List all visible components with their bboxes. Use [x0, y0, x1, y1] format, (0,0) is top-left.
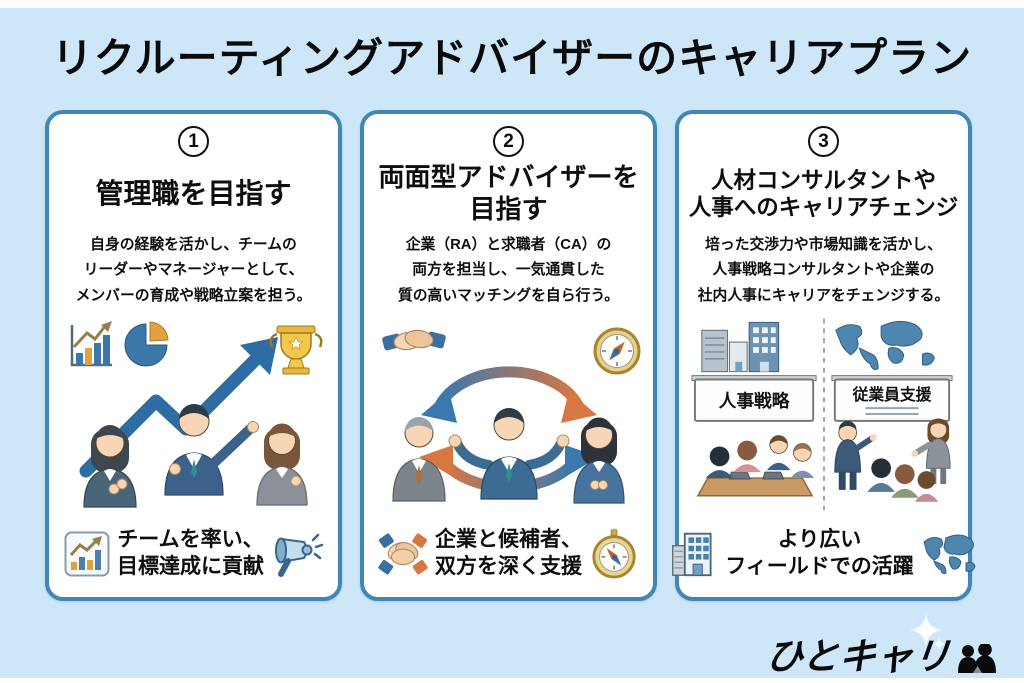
card-2-caption-line: 双方を深く支援 — [435, 555, 582, 579]
card-1-desc-line: リーダーやマネージャーとして、 — [83, 262, 304, 279]
card-1-caption: チームを率い、 目標達成に貢献 — [57, 527, 330, 581]
world-map-graphic — [834, 321, 935, 371]
card-1-title-line: 管理職を目指す — [95, 177, 292, 209]
buildings-icon — [700, 322, 779, 373]
card-3-caption-line: より広い — [777, 528, 862, 552]
card-3-desc-line: 人事戦略コンサルタントや企業の — [712, 262, 935, 279]
logo-text: ひとキャリ — [763, 636, 953, 677]
card-3-career-change-track: 3 人材コンサルタントや 人事へのキャリアチェンジ 培った交渉力や市場知識を活か… — [672, 110, 976, 601]
card-1-number-badge: 1 — [178, 126, 209, 157]
person-candidate-woman — [572, 417, 625, 504]
card-3-title-line: 人事へのキャリアチェンジ — [688, 195, 959, 220]
card-3-desc-line: 培った交渉力や市場知識を活かし、 — [705, 237, 942, 253]
world-map-icon — [923, 534, 976, 575]
card-3-desc-line: 社内人事にキャリアをチェンジする。 — [697, 287, 950, 304]
card-2-title-line: 目指す — [469, 194, 548, 224]
person-woman-right — [255, 423, 308, 506]
card-2-desc-line: 質の高いマッチングを自ら行う。 — [397, 287, 620, 304]
card-3-description: 培った交渉力や市場知識を活かし、 人事戦略コンサルタントや企業の 社内人事にキャ… — [698, 233, 950, 309]
card-1-desc-line: メンバーの育成や戦略立案を担う。 — [75, 287, 312, 304]
card-1-management-track: 1 管理職を目指す 自身の経験を活かし、チームの リーダーやマネージャーとして、… — [45, 110, 342, 601]
card-2-title: 両面型アドバイザーを 目指す — [378, 161, 638, 227]
person-man-center — [163, 404, 259, 496]
two-people-icon — [958, 644, 996, 673]
cards-row: 1 管理職を目指す 自身の経験を活かし、チームの リーダーやマネージャーとして、… — [45, 110, 976, 601]
card-2-number: 2 — [503, 130, 514, 152]
card-3-caption-line: フィールドでの活躍 — [725, 555, 914, 579]
logo: ひとキャリ — [763, 614, 998, 677]
top-white-strip — [0, 0, 1024, 8]
card-3-number-badge: 3 — [808, 126, 839, 157]
card-2-illustration — [381, 327, 640, 504]
card-2-number-badge: 2 — [493, 126, 524, 157]
card-2-description: 企業（RA）と求職者（CA）の 両方を担当し、一気通貫した 質の高いマッチングを… — [398, 233, 619, 309]
handshake-icon — [381, 330, 446, 351]
trophy-icon — [269, 325, 322, 375]
compass-watch-icon — [592, 528, 636, 579]
card-1-number: 1 — [188, 130, 199, 152]
card-3-title-line: 人材コンサルタントや — [710, 167, 936, 193]
card-1-desc-line: 自身の経験を活かし、チームの — [90, 237, 297, 253]
board-label-left: 人事戦略 — [718, 390, 790, 411]
card-2-dual-advisor-track: 2 両面型アドバイザーを 目指す 企業（RA）と求職者（CA）の 両方を担当し、… — [360, 110, 657, 601]
hr-strategy-board: 人事戦略 — [690, 375, 817, 423]
card-1-caption-text: チームを率い、 目標達成に貢献 — [117, 527, 264, 581]
card-3-illustration: 人事戦略 — [690, 318, 953, 512]
employee-support-board: 従業員支援 — [830, 375, 953, 423]
person-company-man — [391, 417, 446, 502]
card-3-number: 3 — [818, 130, 829, 152]
pie-chart-icon — [124, 321, 169, 367]
card-3-title: 人材コンサルタントや 人事へのキャリアチェンジ — [689, 161, 959, 227]
sparkle-icon — [910, 614, 945, 650]
card-2-caption-text: 企業と候補者、 双方を深く支援 — [435, 527, 582, 581]
team-hands-icon — [378, 533, 428, 575]
bottom-white-strip — [0, 678, 1024, 683]
bar-chart-box-icon — [64, 531, 110, 577]
card-2-desc-line: 両方を担当し、一気通貫した — [412, 262, 605, 279]
training-scene — [833, 418, 951, 503]
card-1-title: 管理職を目指す — [95, 161, 291, 227]
meeting-table-scene — [696, 435, 814, 497]
card-1-caption-line: 目標達成に貢献 — [117, 555, 264, 579]
person-advisor-man — [448, 408, 569, 500]
card-1-caption-line: チームを率い、 — [117, 528, 264, 552]
card-2-title-line: 両面型アドバイザーを — [378, 162, 639, 193]
card-3-caption: より広い フィールドでの活躍 — [672, 527, 976, 581]
compass-icon — [593, 327, 640, 375]
building-icon — [672, 532, 712, 577]
growth-chart-icon — [70, 321, 112, 367]
megaphone-icon — [275, 533, 323, 578]
card-1-illustration — [70, 321, 322, 508]
card-1-description: 自身の経験を活かし、チームの リーダーやマネージャーとして、 メンバーの育成や戦… — [76, 233, 312, 309]
page-title: リクルーティングアドバイザーのキャリアプラン — [51, 35, 973, 81]
card-3-caption-text: より広い フィールドでの活躍 — [725, 527, 914, 581]
person-woman-left — [82, 425, 137, 508]
card-2-caption-line: 企業と候補者、 — [435, 528, 582, 552]
board-label-right: 従業員支援 — [851, 386, 931, 405]
card-2-desc-line: 企業（RA）と求職者（CA）の — [405, 237, 612, 253]
card-2-caption: 企業と候補者、 双方を深く支援 — [372, 527, 645, 581]
